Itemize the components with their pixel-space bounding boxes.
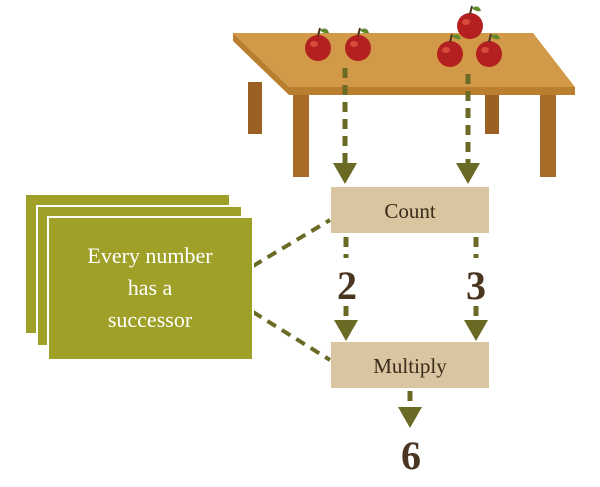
count-box: Count [331,187,489,233]
result-value: 6 [401,433,421,478]
connector-card-to-count [251,218,332,268]
left-count-value: 2 [337,263,357,308]
apples-left [305,27,371,61]
right-count-value: 3 [466,263,486,308]
arrow-right-count-to-multiply [464,237,488,341]
axiom-card-stack: Every number has a successor [24,193,254,361]
apples-right [437,5,502,67]
arrow-left-count-to-multiply [334,237,358,341]
arrow-right-apples-to-count [456,74,480,184]
table-icon [233,33,575,177]
count-label: Count [384,199,436,223]
card-line-2: has a [128,275,173,300]
apple-icon [457,5,483,39]
apple-icon [305,27,331,61]
arrow-left-apples-to-count [333,68,357,184]
multiply-label: Multiply [373,354,447,378]
arrow-multiply-to-result [398,391,422,428]
card-line-3: successor [108,307,193,332]
apple-icon [437,33,463,67]
apple-icon [345,27,371,61]
card-line-1: Every number [87,243,213,268]
connector-card-to-multiply [251,310,332,362]
multiply-box: Multiply [331,342,489,388]
apple-icon [476,33,502,67]
